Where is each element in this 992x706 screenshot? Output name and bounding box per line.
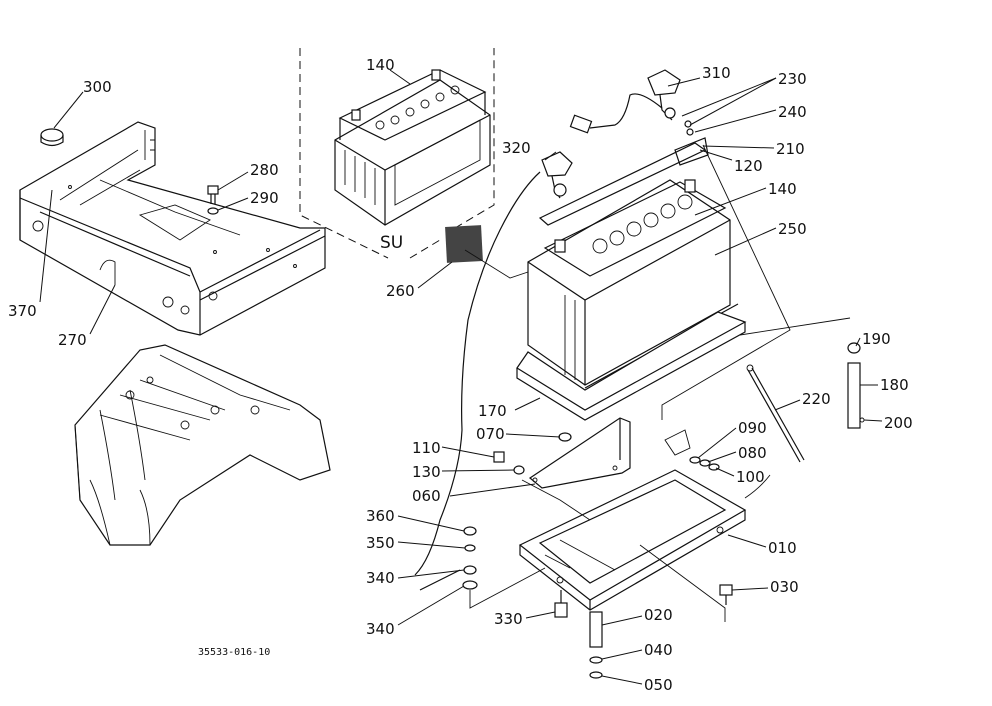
part-label-250: 250 — [778, 220, 807, 238]
variant-label-su: SU — [380, 233, 403, 253]
part-label-280: 280 — [250, 161, 279, 179]
part-label-030: 030 — [770, 578, 799, 596]
part-label-110: 110 — [412, 439, 441, 457]
connector-line — [469, 567, 546, 609]
part-label-230: 230 — [778, 70, 807, 88]
part-label-090: 090 — [738, 419, 767, 437]
su-variant-boundary — [299, 48, 495, 259]
part-label-290: 290 — [250, 189, 279, 207]
part-label-340-upper: 340 — [366, 569, 395, 587]
part-label-140-su: 140 — [366, 56, 395, 74]
bolt-280-drawing — [207, 185, 219, 215]
battery-140-su-drawing — [334, 69, 491, 226]
part-label-210: 210 — [776, 140, 805, 158]
part-label-170: 170 — [478, 402, 507, 420]
part-label-100: 100 — [736, 468, 765, 486]
tray-170-drawing — [516, 311, 747, 421]
plate-060-drawing — [528, 417, 631, 489]
part-label-120: 120 — [734, 157, 763, 175]
fasteners-left-drawing — [419, 432, 572, 618]
cap-300-drawing — [40, 128, 64, 147]
tractor-frame-drawing — [74, 344, 331, 546]
part-label-240: 240 — [778, 103, 807, 121]
part-label-340-lower: 340 — [366, 620, 395, 638]
label-260-drawing — [445, 225, 483, 263]
drawing-code: 35533-016-10 — [198, 647, 270, 658]
part-label-370: 370 — [8, 302, 37, 320]
part-label-300: 300 — [83, 78, 112, 96]
fasteners-right-drawing — [589, 456, 733, 679]
part-label-180: 180 — [880, 376, 909, 394]
part-label-190: 190 — [862, 330, 891, 348]
part-label-260: 260 — [386, 282, 415, 300]
connector-line — [639, 544, 726, 622]
part-label-070: 070 — [476, 425, 505, 443]
battery-box-010-drawing — [518, 429, 747, 611]
part-label-010: 010 — [768, 539, 797, 557]
part-label-310: 310 — [702, 64, 731, 82]
part-label-200: 200 — [884, 414, 913, 432]
part-label-140: 140 — [768, 180, 797, 198]
sleeve-180-drawing — [847, 342, 865, 429]
part-label-320: 320 — [502, 139, 531, 157]
connector-line — [521, 479, 591, 521]
part-label-270: 270 — [58, 331, 87, 349]
part-label-060: 060 — [412, 487, 441, 505]
part-label-020: 020 — [644, 606, 673, 624]
part-label-330: 330 — [494, 610, 523, 628]
cable-310-drawing — [569, 69, 694, 136]
part-label-360: 360 — [366, 507, 395, 525]
part-label-040: 040 — [644, 641, 673, 659]
bracket-assembly-drawing — [19, 121, 326, 336]
part-label-130: 130 — [412, 463, 441, 481]
cable-320-drawing — [414, 151, 573, 576]
part-label-350: 350 — [366, 534, 395, 552]
connector-line — [661, 144, 791, 420]
leader-lines — [39, 69, 883, 685]
part-label-080: 080 — [738, 444, 767, 462]
battery-140-drawing — [527, 179, 739, 389]
connector-line — [744, 474, 771, 499]
connector-line — [464, 249, 529, 279]
connector-line — [739, 317, 851, 336]
part-label-220: 220 — [802, 390, 831, 408]
rod-220-drawing — [746, 364, 805, 463]
part-label-050: 050 — [644, 676, 673, 694]
